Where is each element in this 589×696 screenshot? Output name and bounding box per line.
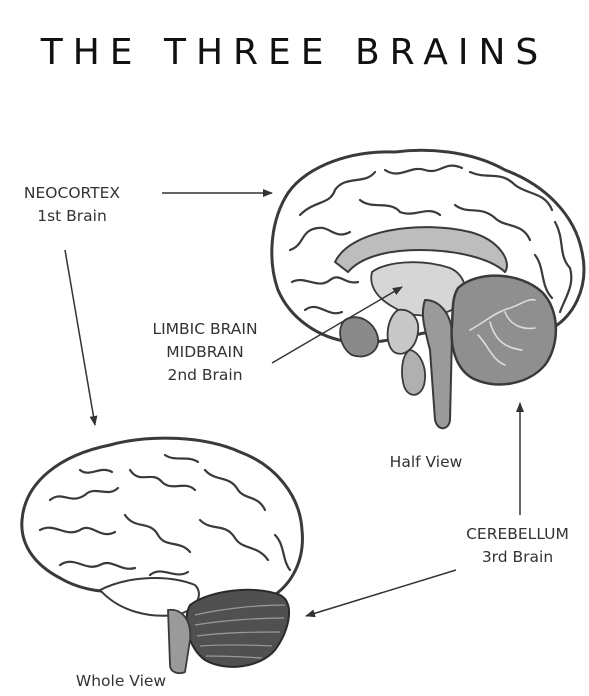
- half-view-brain-icon: [272, 150, 584, 428]
- limbic-line2: MIDBRAIN: [130, 341, 280, 364]
- cerebellum-sub: 3rd Brain: [450, 546, 585, 569]
- neocortex-name: NEOCORTEX: [12, 182, 132, 205]
- cerebellum-label: CEREBELLUM 3rd Brain: [450, 523, 585, 569]
- whole-view-cerebellum: [186, 590, 289, 667]
- cerebellum-name: CEREBELLUM: [450, 523, 585, 546]
- neocortex-sub: 1st Brain: [12, 205, 132, 228]
- half-view-brainstem: [423, 300, 452, 428]
- limbic-line1: LIMBIC BRAIN: [130, 318, 280, 341]
- half-view-cerebellum: [452, 276, 556, 385]
- arrow-cerebellum-to-whole-view: [306, 570, 456, 616]
- neocortex-label: NEOCORTEX 1st Brain: [12, 182, 132, 228]
- arrow-neocortex-to-whole-view: [65, 250, 95, 425]
- whole-view-brain-icon: [22, 438, 303, 673]
- whole-view-caption: Whole View: [56, 670, 186, 693]
- limbic-label: LIMBIC BRAIN MIDBRAIN 2nd Brain: [130, 318, 280, 387]
- limbic-sub: 2nd Brain: [130, 364, 280, 387]
- half-view-caption: Half View: [376, 451, 476, 474]
